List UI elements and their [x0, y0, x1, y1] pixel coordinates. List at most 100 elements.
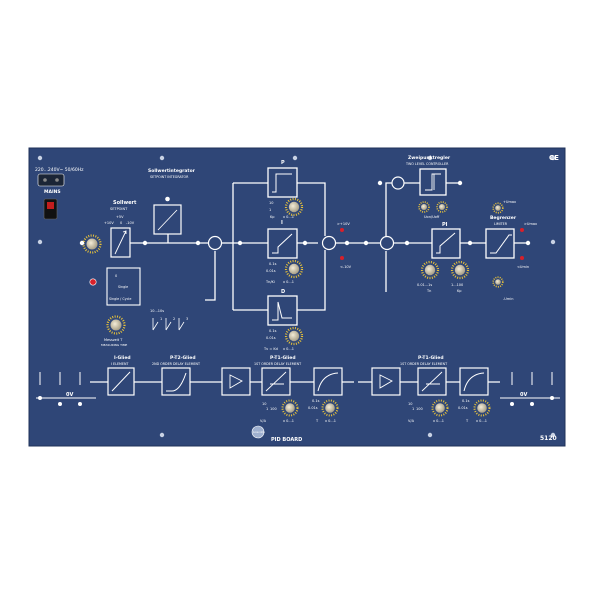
i-range-mid: 0.01s — [266, 269, 276, 273]
i-block-title: I — [281, 220, 283, 226]
disturb-switch-1: 1 — [160, 317, 162, 321]
pi-block — [431, 228, 461, 259]
integrator-ramp-icon — [157, 209, 178, 231]
pi-block-title: PI — [442, 222, 448, 228]
pt1-a2-block — [313, 367, 343, 396]
pi-kp-range: 1...100 — [451, 283, 463, 287]
d-range-left: 0.1s — [269, 329, 277, 333]
pt1-a-sub: 1ST ORDER DELAY ELEMENT — [254, 362, 302, 366]
hysteresis-icon — [425, 173, 441, 191]
gain-a-right: 100 — [270, 407, 277, 411]
ground-right-label: 0V — [520, 392, 527, 398]
signal-sockets[interactable] — [79, 180, 531, 246]
pt1-b-sub: 1ST ORDER DELAY ELEMENT — [400, 362, 448, 366]
lower-limit-led — [340, 256, 344, 260]
two-level-knob-left[interactable] — [418, 201, 430, 213]
gain-b-right: 100 — [416, 407, 423, 411]
gain-b-knob[interactable] — [431, 399, 449, 417]
limiter-block — [485, 228, 515, 259]
pt1-a-block — [261, 367, 291, 396]
lower-limit-label: <-10V — [340, 265, 352, 269]
gain-b-label: V/A — [408, 419, 415, 423]
limiter-high-led — [520, 228, 524, 232]
upper-limit-led — [340, 228, 344, 232]
disturb-label-bottom: Single / Cycle — [109, 297, 131, 301]
d-knob-label: Tv = Kd — [263, 347, 278, 351]
time-a-mult: x 0...1 — [325, 419, 336, 423]
measuring-time-knob[interactable] — [106, 315, 126, 335]
time-b-mid: 0.01s — [458, 406, 468, 410]
disturb-label-mid: Single — [118, 285, 128, 289]
pt2-block — [161, 367, 191, 396]
pt1-a2-icon — [317, 372, 339, 392]
ground-left-sockets[interactable] — [38, 396, 82, 406]
socket-pin-left-icon — [43, 178, 47, 182]
pt1-b-adjust-icon — [421, 371, 443, 392]
mains-switch-rocker-icon — [47, 202, 54, 209]
limiter-umax-knob[interactable] — [492, 202, 504, 214]
limiter-umin: -Umin — [503, 297, 513, 301]
summing-junction-2 — [321, 235, 337, 251]
gain-b-left: 10 — [408, 402, 412, 406]
measuring-range-label: 10...10s — [150, 309, 164, 313]
ground-left-label: 0V — [66, 392, 73, 398]
disturb-switch-2: 2 — [173, 317, 175, 321]
i-integral-icon — [272, 233, 293, 254]
limiter-subtitle: LIMITER — [494, 222, 508, 226]
limiter-out-low: <Umin — [517, 265, 529, 269]
p-block — [267, 167, 298, 198]
p-knob-label: Kp — [270, 215, 275, 219]
d-range-right: x 0...1 — [283, 347, 294, 351]
p-block-title: P — [281, 160, 285, 166]
pi-tn-knob[interactable] — [420, 260, 440, 280]
limiter-umin-knob[interactable] — [492, 276, 504, 288]
upper-limit-label: >+10V — [337, 222, 350, 226]
gain-a-knob[interactable] — [281, 399, 299, 417]
measuring-time-sub: MEASURING TIME — [101, 343, 127, 347]
logo-icon — [251, 425, 265, 439]
setpoint-subtitle: SETPOINT — [110, 207, 128, 211]
summing-junction-3 — [379, 235, 395, 251]
amp-b-block — [371, 367, 401, 396]
gain-a-label: V/A — [260, 419, 267, 423]
d-range-mid: 0.01s — [266, 336, 276, 340]
two-level-knob-right[interactable] — [436, 201, 448, 213]
time-a-knob[interactable] — [321, 399, 339, 417]
mounting-screws — [37, 155, 556, 438]
logo-text: lucas nülle — [253, 431, 265, 434]
disturb-switch-3: 3 — [186, 317, 188, 321]
ground-right-sockets[interactable] — [510, 396, 554, 406]
p-range-right: x 0...1 — [283, 215, 294, 219]
p-gain-knob[interactable] — [284, 197, 304, 217]
amplifier-b-icon — [379, 374, 393, 389]
socket-pin-right-icon — [55, 178, 59, 182]
integrator-socket[interactable] — [165, 196, 170, 202]
time-b-mult: x 0...1 — [476, 419, 487, 423]
model-number: 5120 — [540, 435, 557, 442]
i-element-title: I-Glied — [114, 355, 131, 361]
i-time-knob[interactable] — [284, 259, 304, 279]
time-b-knob[interactable] — [473, 399, 491, 417]
d-time-knob[interactable] — [284, 326, 304, 346]
disturb-switches — [152, 318, 185, 331]
pi-kp-label: Kp — [457, 289, 462, 293]
d-pulse-icon — [272, 301, 292, 321]
summing-junction-4 — [391, 176, 405, 190]
setpoint-range-left: +10V — [104, 221, 114, 225]
i-element-block — [107, 367, 135, 396]
limiter-saturation-icon — [490, 234, 512, 254]
pt2-title: P-T2-Glied — [170, 355, 196, 361]
limiter-out-high: >Umax — [524, 222, 537, 226]
disturb-switch-block — [106, 267, 141, 306]
time-a-label: T — [315, 419, 319, 423]
disturb-label-top: 0 — [115, 274, 117, 278]
pi-kp-knob[interactable] — [450, 260, 470, 280]
mains-label: MAINS — [44, 189, 61, 195]
two-level-label: Uon/Uoff — [424, 215, 440, 219]
integrator-title: Sollwertintegrator — [148, 168, 196, 174]
power-socket[interactable] — [37, 173, 65, 187]
limiter-umax: +Umax — [503, 200, 516, 204]
i-element-icon — [111, 371, 131, 392]
signal-lines — [130, 182, 528, 311]
time-b-range: 0.1s — [462, 399, 470, 403]
